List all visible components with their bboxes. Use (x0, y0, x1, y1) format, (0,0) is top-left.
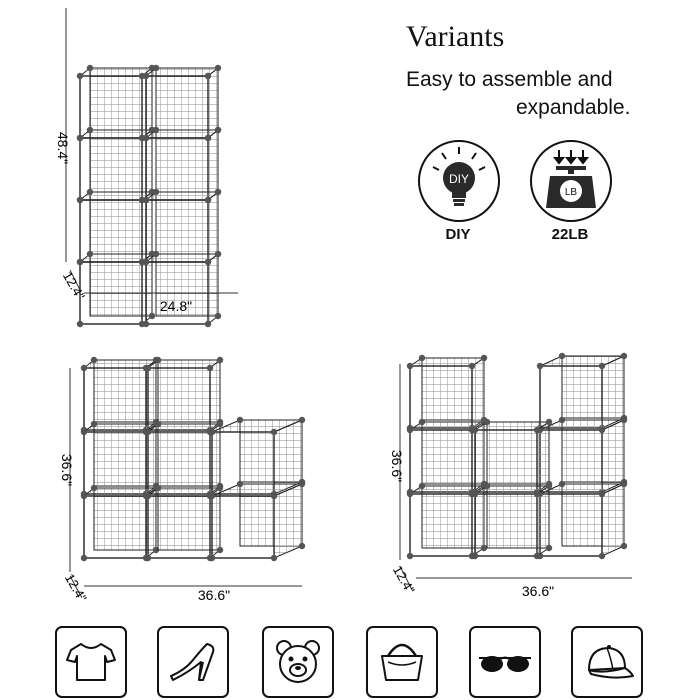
variant-u-width: 36.6" (522, 583, 554, 599)
stepped-cube-r2-c2 (208, 480, 306, 562)
sunglasses-icon (479, 656, 531, 672)
variant-stepped-height: 36.6" (59, 454, 75, 486)
variant-tall-width: 24.8" (160, 298, 192, 314)
subtitle-line-2: expandable. (516, 96, 631, 119)
stepped-cube-r2-c0 (80, 484, 160, 562)
tile-bags (366, 626, 438, 698)
tall-cube-r2-c1 (142, 188, 222, 266)
tile-shoes (157, 626, 229, 698)
variant-u-shelf: 36.6" 12.4" 36.6" (389, 352, 632, 599)
diy-badge: DIY (418, 140, 500, 222)
diy-bulb-icon: DIY (432, 147, 486, 206)
u-cube-r1-c2 (536, 416, 628, 496)
page-title: Variants (406, 20, 505, 53)
variant-tall-height: 48.4" (55, 132, 71, 164)
variant-stepped-shelf: 36.6" 12.4" 36.6" (59, 356, 306, 605)
u-cube-r2-c2 (536, 480, 628, 560)
diy-badge-text: DIY (449, 172, 469, 186)
tall-cube-r0-c0 (76, 64, 156, 142)
variant-tall-shelf: 48.4" 12.4" 24.8" (55, 8, 238, 328)
tile-accessories (469, 626, 541, 698)
stepped-cube-r1-c1 (144, 420, 224, 498)
stepped-cube-r1-c2 (208, 416, 306, 498)
u-cube-r1-c1 (471, 418, 553, 496)
u-cube-r0-c0 (406, 354, 488, 432)
weight-badge-text: LB (565, 187, 578, 198)
variant-stepped-depth: 12.4" (62, 571, 90, 605)
tile-toys (262, 626, 334, 698)
tall-cube-r3-c0 (76, 250, 156, 328)
tile-hats (571, 626, 643, 698)
high-heel-icon (170, 643, 215, 681)
feature-label-weight: 22LB (551, 226, 589, 243)
handbag-icon (381, 643, 423, 681)
teddy-bear-icon (276, 640, 320, 683)
weight-badge: LB (530, 140, 612, 222)
tile-clothes (55, 626, 127, 698)
variant-u-depth: 12.4" (390, 563, 418, 597)
tall-cube-r3-c1 (142, 250, 222, 328)
shelf-variants-illustration: 48.4" 12.4" 24.8" 36.6" 12.4" 36.6" 36.6… (55, 8, 632, 605)
tall-cube-r1-c0 (76, 126, 156, 204)
u-cube-r0-c2 (536, 352, 628, 432)
variant-tall-depth: 12.4" (60, 269, 88, 303)
stepped-cube-r1-c0 (80, 420, 160, 498)
variant-stepped-width: 36.6" (198, 587, 230, 603)
stepped-cube-r0-c0 (80, 356, 160, 434)
cap-icon (588, 645, 634, 679)
weight-scale-icon: LB (546, 150, 596, 208)
subtitle-line-1: Easy to assemble and (406, 68, 613, 91)
u-cube-r2-c1 (471, 482, 553, 560)
stepped-cube-r0-c1 (144, 356, 224, 434)
tshirt-icon (66, 643, 116, 681)
variant-u-height: 36.6" (389, 450, 405, 482)
feature-label-diy: DIY (445, 226, 471, 243)
